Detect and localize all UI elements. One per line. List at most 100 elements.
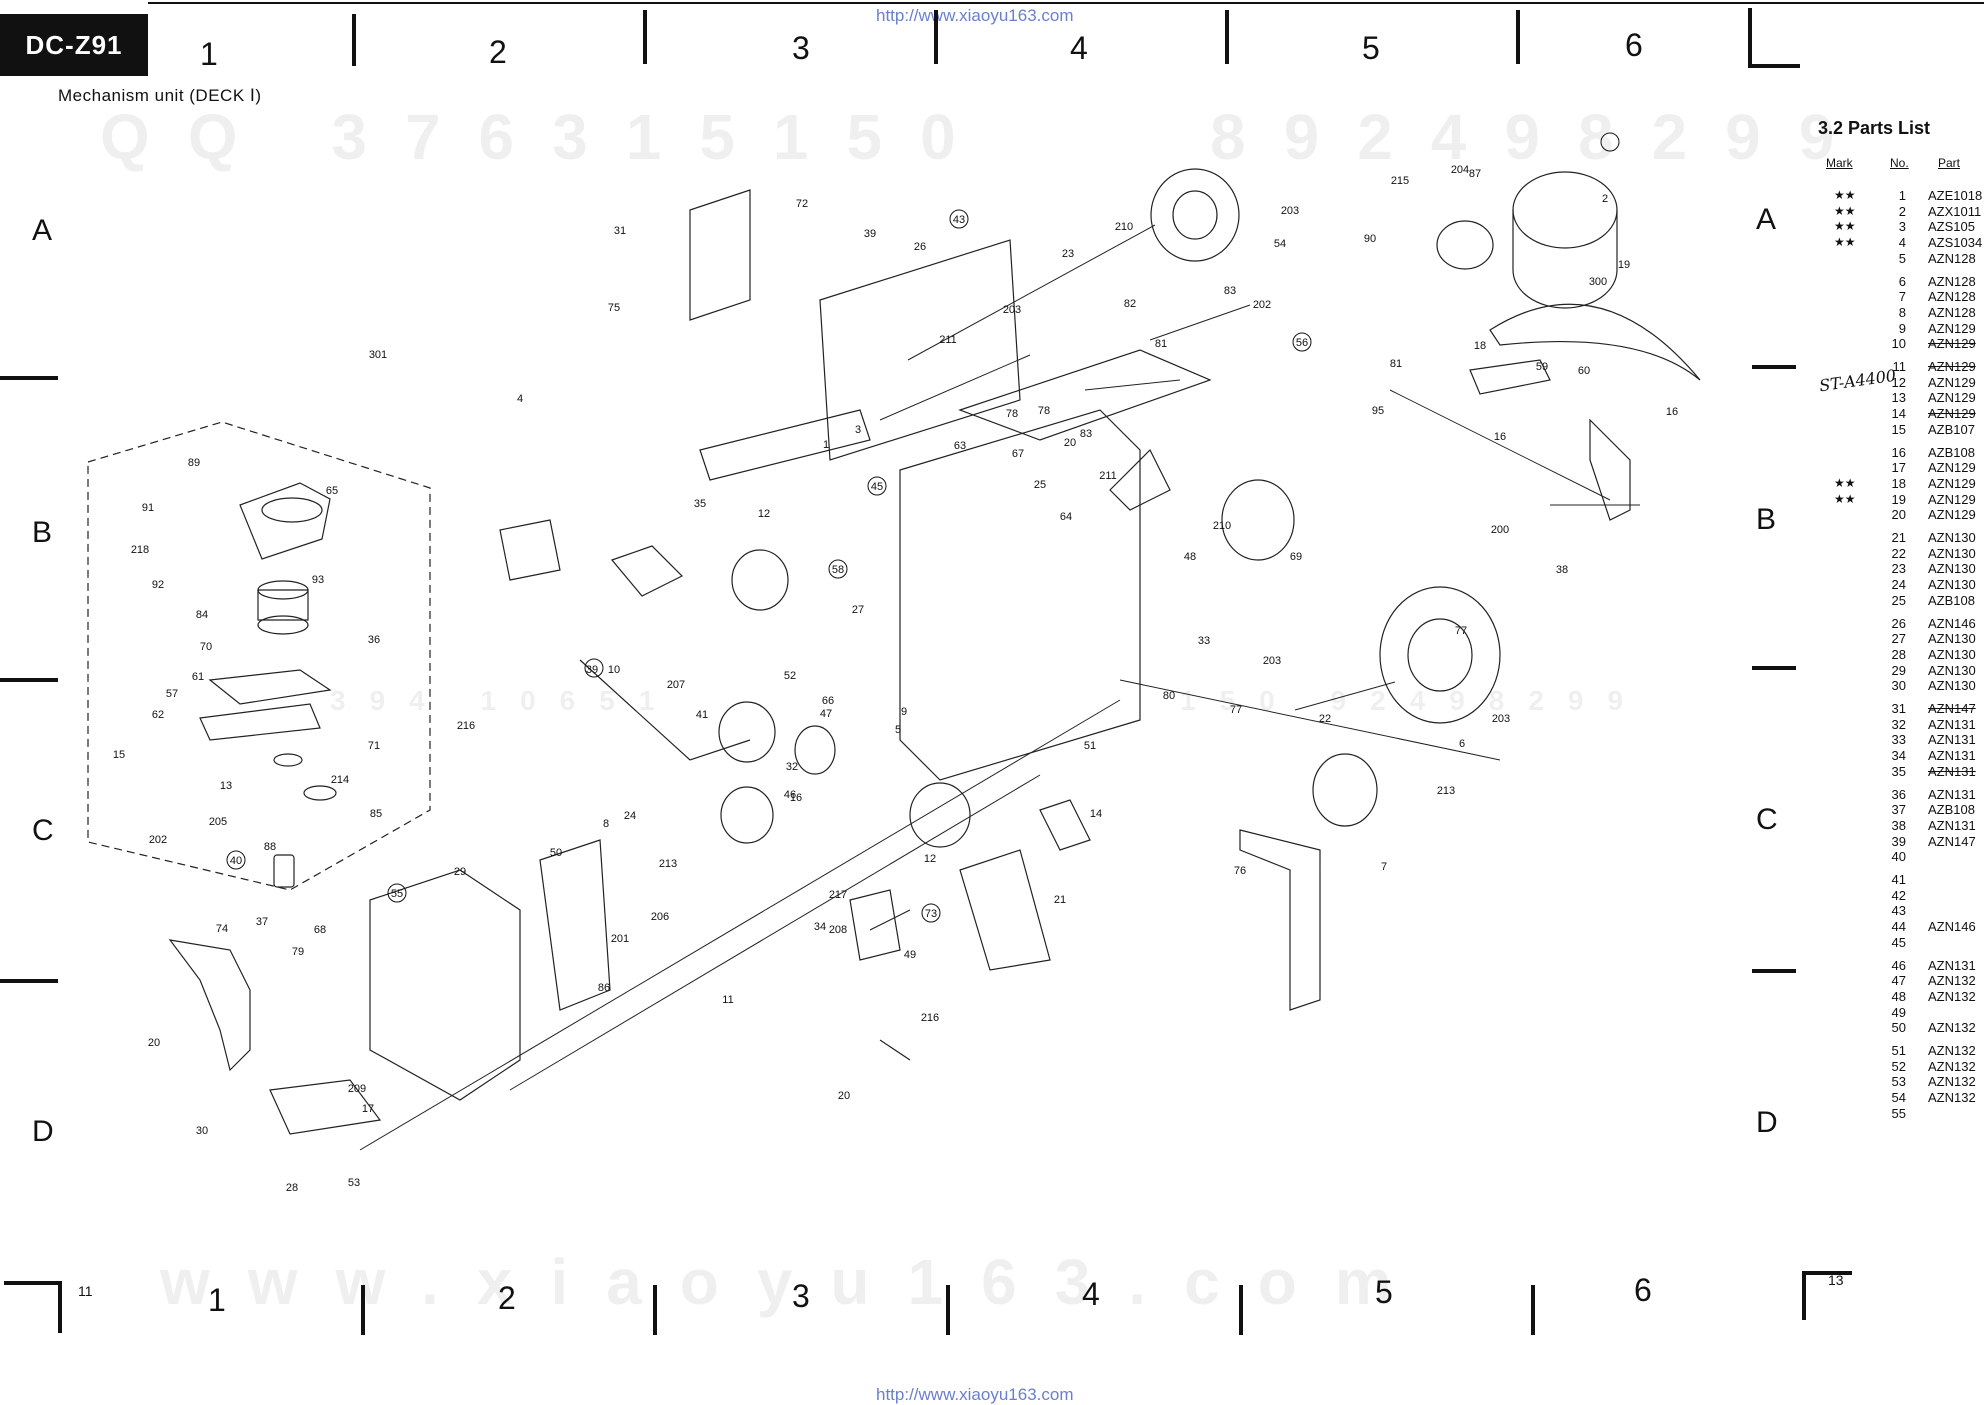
part-callout: 6 bbox=[1459, 738, 1465, 750]
row-part-number: AZN130 bbox=[1928, 545, 1976, 561]
row-number: 2 bbox=[1898, 203, 1906, 219]
unit-title: Mechanism unit (DECK Ⅰ) bbox=[58, 86, 262, 105]
row-number: 49 bbox=[1891, 1004, 1906, 1020]
part-callout: 12 bbox=[758, 508, 770, 520]
part-callout: 91 bbox=[142, 502, 154, 514]
part-callout: 300 bbox=[1589, 276, 1607, 288]
row-mark: ★★ bbox=[1834, 219, 1856, 234]
part-callout: 37 bbox=[256, 916, 268, 928]
part-callout: 46 bbox=[784, 789, 796, 801]
parts-list-row: 55 bbox=[1818, 1106, 1984, 1121]
row-number: 44 bbox=[1891, 919, 1906, 935]
part-callout: 41 bbox=[696, 709, 708, 721]
row-letter: A bbox=[32, 214, 53, 247]
row-number: 53 bbox=[1891, 1074, 1906, 1090]
part-callout: 8 bbox=[603, 818, 609, 830]
part-callout: 88 bbox=[264, 841, 276, 853]
column-number: 6 bbox=[1634, 1272, 1652, 1308]
parts-list-row: 49 bbox=[1818, 1005, 1984, 1020]
row-part-number: AZB108 bbox=[1928, 802, 1975, 818]
column-number: 1 bbox=[208, 1282, 226, 1318]
part-callout: 23 bbox=[1062, 248, 1074, 260]
part-callout: 203 bbox=[1263, 655, 1281, 667]
part-callout: 211 bbox=[939, 334, 957, 346]
row-number: 29 bbox=[1891, 662, 1906, 678]
row-part-number: AZN132 bbox=[1928, 1074, 1976, 1090]
part-callout: 7 bbox=[1381, 861, 1387, 873]
parts-list-row: 25 AZB108 bbox=[1818, 593, 1984, 608]
row-part-number: AZN147 bbox=[1928, 701, 1976, 716]
part-callout: 72 bbox=[796, 198, 808, 210]
part-callout: 16 bbox=[1494, 431, 1506, 443]
row-number: 36 bbox=[1891, 786, 1906, 802]
part-callout: 52 bbox=[784, 670, 796, 682]
part-callout: 68 bbox=[314, 924, 326, 936]
part-callout: 47 bbox=[820, 708, 832, 720]
part-callout: 83 bbox=[1080, 428, 1092, 440]
column-header-no: No. bbox=[1890, 156, 1909, 170]
row-number: 3 bbox=[1898, 219, 1906, 235]
part-callout: 203 bbox=[1492, 713, 1510, 725]
row-number: 15 bbox=[1891, 421, 1906, 437]
url-top[interactable]: http://www.xiaoyu163.com bbox=[876, 6, 1074, 25]
parts-list-title: 3.2 Parts List bbox=[1818, 118, 1931, 138]
part-callout: 25 bbox=[1034, 479, 1046, 491]
part-callout: 209 bbox=[348, 1083, 366, 1095]
watermark-qq: QQ 376315150 bbox=[100, 101, 994, 173]
row-number: 51 bbox=[1891, 1043, 1906, 1058]
part-callout: 65 bbox=[326, 485, 338, 497]
row-number: 43 bbox=[1891, 903, 1906, 919]
part-callout: 17 bbox=[362, 1103, 374, 1115]
part-callout: 43 bbox=[953, 214, 965, 226]
row-number: 13 bbox=[1891, 390, 1906, 406]
row-number: 31 bbox=[1891, 701, 1906, 716]
part-callout: 21 bbox=[1054, 894, 1066, 906]
part-callout: 56 bbox=[1296, 337, 1308, 349]
row-part-number: AZN128 bbox=[1928, 289, 1976, 305]
column-number: 2 bbox=[489, 34, 507, 70]
row-part-number: AZB108 bbox=[1928, 592, 1975, 608]
row-letter: A bbox=[1756, 203, 1777, 236]
column-number: 6 bbox=[1625, 27, 1643, 63]
row-number: 23 bbox=[1891, 561, 1906, 577]
part-callout: 38 bbox=[1556, 564, 1568, 576]
part-callout: 213 bbox=[659, 858, 677, 870]
row-part-number: AZN146 bbox=[1928, 615, 1976, 631]
row-number: 20 bbox=[1891, 507, 1906, 523]
part-callout: 78 bbox=[1038, 405, 1050, 417]
row-part-number: AZN129 bbox=[1928, 390, 1976, 406]
row-number: 27 bbox=[1891, 631, 1906, 647]
row-letter: D bbox=[32, 1115, 54, 1148]
part-callout: 69 bbox=[1290, 551, 1302, 563]
part-callout: 93 bbox=[312, 574, 324, 586]
row-number: 32 bbox=[1891, 716, 1906, 732]
row-number: 10 bbox=[1891, 336, 1906, 352]
row-part-number: AZN132 bbox=[1928, 973, 1976, 989]
part-callout: 86 bbox=[598, 982, 610, 994]
column-number: 3 bbox=[792, 1278, 810, 1314]
row-part-number: AZN132 bbox=[1928, 1020, 1976, 1036]
row-part-number: AZN129 bbox=[1928, 374, 1976, 390]
part-callout: 29 bbox=[454, 866, 466, 878]
row-part-number: AZN129 bbox=[1928, 336, 1976, 352]
part-callout: 64 bbox=[1060, 511, 1072, 523]
part-callout: 216 bbox=[921, 1012, 939, 1024]
row-part-number: AZN128 bbox=[1928, 250, 1976, 266]
part-callout: 200 bbox=[1491, 524, 1509, 536]
row-number: 25 bbox=[1891, 592, 1906, 608]
part-callout: 24 bbox=[624, 810, 636, 822]
row-part-number: AZN132 bbox=[1928, 1043, 1976, 1058]
url-bottom[interactable]: http://www.xiaoyu163.com bbox=[876, 1385, 1074, 1404]
